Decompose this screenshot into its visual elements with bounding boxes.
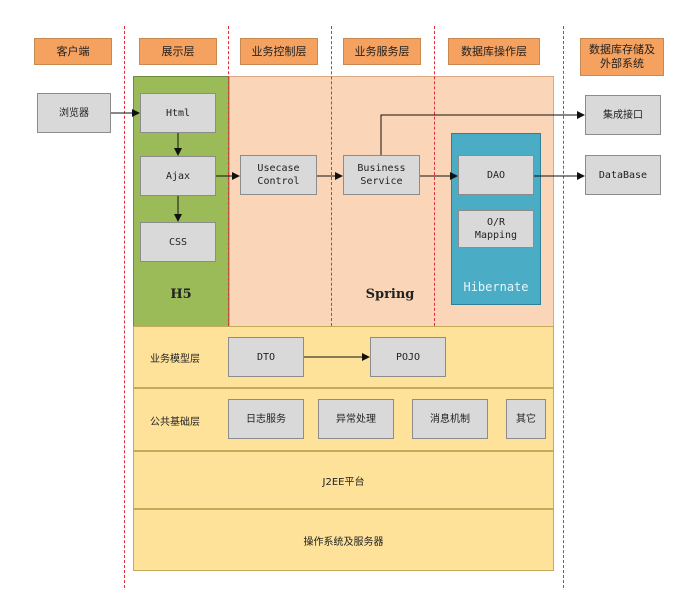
ajax-box: Ajax <box>140 156 216 196</box>
or-mapping-box: O/R Mapping <box>458 210 534 248</box>
integration-interface-box: 集成接口 <box>585 95 661 135</box>
divider-1 <box>124 26 125 588</box>
logging-service-box: 日志服务 <box>228 399 304 439</box>
usecase-control-box: Usecase Control <box>240 155 317 195</box>
spring-label: Spring <box>365 287 415 302</box>
os-band: 操作系统及服务器 <box>133 509 554 571</box>
business-model-label: 业务模型层 <box>150 354 200 365</box>
pojo-box: POJO <box>370 337 446 377</box>
dto-box: DTO <box>228 337 304 377</box>
header-presentation: 展示层 <box>139 38 217 65</box>
dao-box: DAO <box>458 155 534 195</box>
header-storage: 数据库存储及 外部系统 <box>580 38 664 76</box>
header-db-operation: 数据库操作层 <box>448 38 540 65</box>
os-label: 操作系统及服务器 <box>303 536 384 548</box>
j2ee-band: J2EE平台 <box>133 451 554 509</box>
html-box: Html <box>140 93 216 133</box>
browser-box: 浏览器 <box>37 93 111 133</box>
divider-5 <box>563 26 564 588</box>
other-box: 其它 <box>506 399 546 439</box>
header-business-control: 业务控制层 <box>240 38 318 65</box>
database-box: DataBase <box>585 155 661 195</box>
h5-label: H5 <box>170 287 192 302</box>
business-service-box: Business Service <box>343 155 420 195</box>
css-box: CSS <box>140 222 216 262</box>
j2ee-label: J2EE平台 <box>322 476 365 488</box>
header-business-service: 业务服务层 <box>343 38 421 65</box>
common-base-label: 公共基础层 <box>150 417 200 428</box>
exception-handling-box: 异常处理 <box>318 399 394 439</box>
hibernate-label: Hibernate <box>463 280 529 294</box>
arrow-service-to-integration <box>380 111 585 155</box>
header-client: 客户端 <box>34 38 112 65</box>
message-mechanism-box: 消息机制 <box>412 399 488 439</box>
